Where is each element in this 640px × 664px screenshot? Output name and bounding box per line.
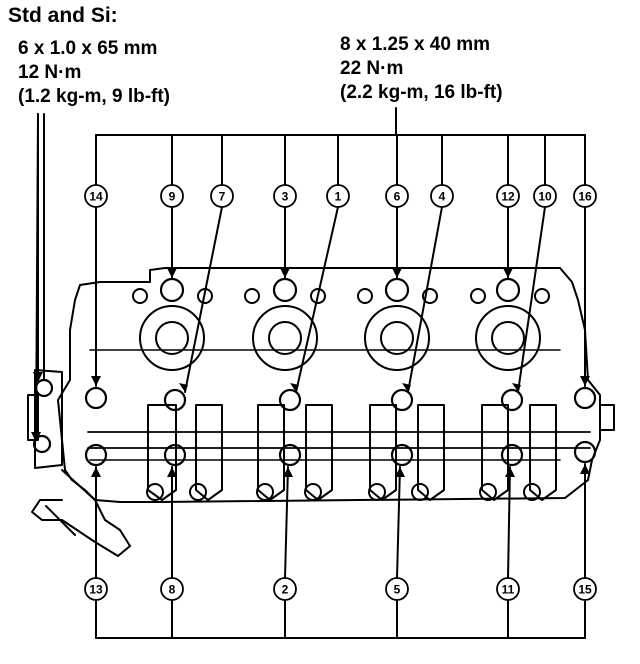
callout-9: 9 [160,184,184,208]
svg-text:3: 3 [282,190,289,204]
head-bolt [278,388,302,412]
svg-text:4: 4 [439,190,446,204]
callout-14: 14 [84,184,108,208]
svg-text:14: 14 [89,190,103,204]
svg-text:6: 6 [394,190,401,204]
left-flange [34,369,63,469]
valve-adjusters [146,483,541,501]
leader-lines [35,107,586,639]
svg-text:16: 16 [578,190,592,204]
head-bolt [500,443,524,467]
svg-text:11: 11 [502,583,515,597]
head-bolt [573,386,597,410]
svg-text:15: 15 [578,583,592,597]
outer-bolt-size-label: 6 x 1.0 x 65 mm [18,38,158,59]
cylinder-head-drawing [27,267,615,557]
callout-15: 15 [573,577,597,601]
callout-10: 10 [533,184,557,208]
top-callouts: 14 9 7 3 1 6 4 12 10 16 [84,184,597,208]
head-bolt [573,440,597,464]
diagram-title: Std and Si: [8,4,118,27]
outlet-pipe [31,469,131,557]
inner-bolt-size-label: 8 x 1.25 x 40 mm [340,34,490,55]
callout-4: 4 [430,184,454,208]
head-bolt [278,443,302,467]
head-bolt [390,388,414,412]
callout-8: 8 [160,577,184,601]
head-bolt [495,277,521,303]
svg-text:9: 9 [169,190,176,204]
head-bolt [84,386,108,410]
head-bolt [163,388,187,412]
inner-bolt-torque-alt-label: (2.2 kg-m, 16 lb-ft) [340,82,503,103]
outer-bolt-torque-label: 12 N·m [18,62,82,83]
callout-6: 6 [385,184,409,208]
flange-bolt [34,378,54,398]
head-bolt [272,277,298,303]
bottom-callouts: 13 8 2 5 11 15 [84,577,597,601]
arrowheads [31,268,590,477]
svg-text:10: 10 [538,190,552,204]
rocker-arms [147,404,557,501]
callout-16: 16 [573,184,597,208]
rocker-lobes [139,305,541,371]
svg-text:2: 2 [282,583,289,597]
svg-text:12: 12 [501,190,515,204]
callout-5: 5 [385,577,409,601]
svg-text:7: 7 [219,190,226,204]
svg-text:5: 5 [394,583,401,597]
callout-2: 2 [273,577,297,601]
head-bolt [500,388,524,412]
head-bolt [384,277,410,303]
head-bolt [390,443,414,467]
callout-3: 3 [273,184,297,208]
callout-1: 1 [326,184,350,208]
svg-text:8: 8 [169,583,176,597]
head-bolt [84,443,108,467]
callout-7: 7 [210,184,234,208]
head-bolt [159,277,185,303]
inner-bolt-torque-label: 22 N·m [340,58,404,79]
callout-13: 13 [84,577,108,601]
head-outline [57,267,601,503]
svg-text:1: 1 [335,190,342,204]
flange-bolt [32,434,52,454]
callout-11: 11 [496,577,520,601]
svg-text:13: 13 [89,583,103,597]
cap-bolts [132,288,550,304]
callout-12: 12 [496,184,520,208]
head-bolt [163,443,187,467]
outer-bolt-torque-alt-label: (1.2 kg-m, 9 lb-ft) [18,86,171,107]
